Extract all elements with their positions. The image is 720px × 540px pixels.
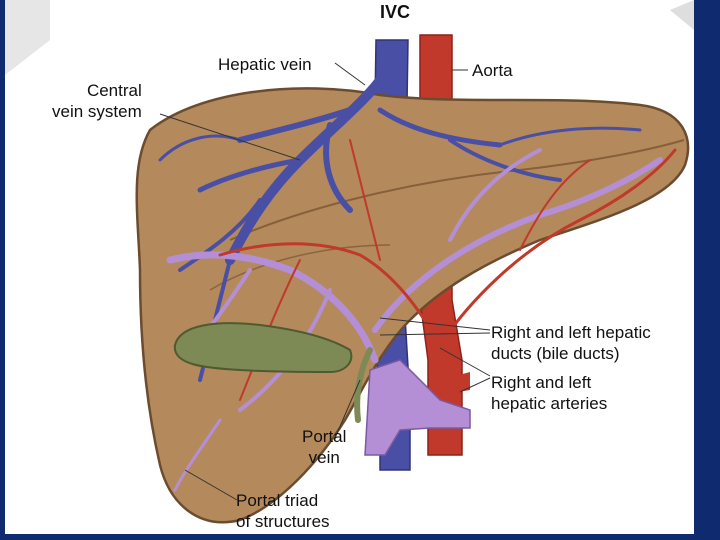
bottom-frame-bar: [0, 534, 720, 540]
lobe-fold: [229, 139, 685, 241]
corner-decoration-left: [5, 0, 50, 75]
hepatic-ducts-label: Right and left hepatic ducts (bile ducts…: [491, 323, 651, 363]
central-vein-system-label: Central vein system: [52, 81, 142, 121]
portal-branches: [166, 148, 663, 492]
corner-decoration-right: [670, 0, 694, 30]
ivc-label: IVC: [380, 2, 411, 22]
portal-triad-label: Portal triad of structures: [236, 491, 330, 531]
right-frame-bar: [694, 0, 720, 540]
hepatic-vein-label: Hepatic vein: [218, 55, 312, 74]
leader-lines: [159, 62, 491, 501]
left-frame-bar: [0, 0, 5, 540]
hepatic-artery-trunk: [440, 372, 470, 395]
hepatic-arteries-label: Right and left hepatic arteries: [491, 373, 608, 413]
liver-body: [135, 87, 690, 524]
aorta-label: Aorta: [472, 61, 513, 80]
gallbladder: [173, 322, 353, 374]
portal-vein-trunk: [364, 359, 471, 456]
portal-vein-label: Portal vein: [302, 427, 347, 467]
